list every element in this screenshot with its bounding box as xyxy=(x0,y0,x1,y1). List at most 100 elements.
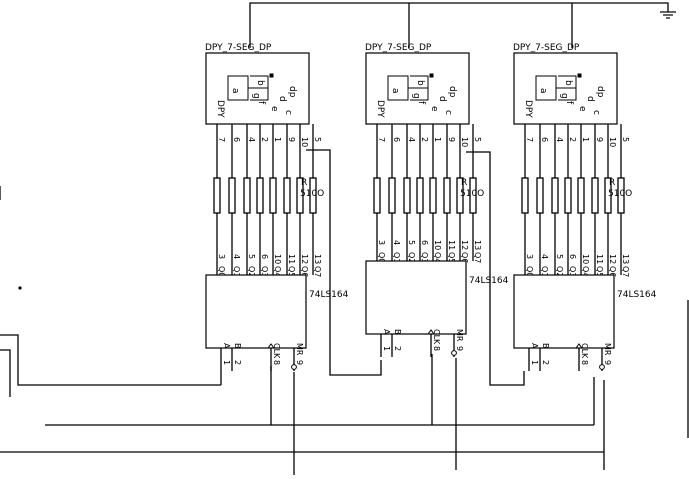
ic-pin-number: 10 xyxy=(433,240,442,250)
resistor-value: 510O xyxy=(460,189,484,199)
ic-input-pin-number: 2 xyxy=(233,360,242,365)
display-pin-number: 1 xyxy=(433,137,442,142)
segment-label-c: c xyxy=(443,110,453,115)
segment-line xyxy=(213,124,221,275)
segment-line xyxy=(296,124,304,275)
ic-output-label: Q1 xyxy=(232,266,241,277)
ic-pin-number: 11 xyxy=(447,240,456,250)
resistor xyxy=(228,177,236,214)
ic-part-label: 74LS164 xyxy=(309,290,349,300)
ic-pin-number: 13 xyxy=(473,240,482,250)
ic-pin-number: 6 xyxy=(420,240,429,245)
segment-line xyxy=(551,124,559,275)
resistor xyxy=(283,177,291,214)
segment-label-d: d xyxy=(437,96,447,102)
segment-line xyxy=(243,124,251,275)
shift-register-ic xyxy=(205,274,307,349)
resistor xyxy=(521,177,529,214)
display-pin-number: 5 xyxy=(313,137,322,142)
resistor xyxy=(443,177,451,214)
resistor-ref: R xyxy=(301,178,307,188)
segment-label-d: d xyxy=(585,96,595,102)
segment-label-g: g xyxy=(559,93,569,99)
ic-input-pin-number: 1 xyxy=(222,360,231,365)
ic-output-label: Q7 xyxy=(313,266,322,277)
resistor xyxy=(388,177,396,214)
segment-label-a: a xyxy=(538,88,548,94)
segment-label-g: g xyxy=(251,93,261,99)
shift-register-ic xyxy=(513,274,615,349)
junction-dot xyxy=(18,286,22,290)
ic-output-label: Q4 xyxy=(433,252,442,263)
ic-pin-number: 5 xyxy=(407,240,416,245)
display-pin-number: 6 xyxy=(540,137,549,142)
display-pin-number: 5 xyxy=(473,137,482,142)
ic-output-label: Q0 xyxy=(525,266,534,277)
display-block-1: DPY_7-SEG_DPdpabdgfecDPY73Q064Q145Q226Q3… xyxy=(205,43,349,371)
ic-input-label: CLK xyxy=(432,329,441,345)
ic-output-label: Q2 xyxy=(247,266,256,277)
display-label: DPY_7-SEG_DP xyxy=(365,43,432,53)
resistor xyxy=(213,177,221,214)
ic-input-pin-number: 9 xyxy=(295,360,304,365)
segment-label-f: f xyxy=(564,101,574,105)
resistor xyxy=(429,177,437,214)
ic-output-label: Q1 xyxy=(540,266,549,277)
ic-output-label: Q3 xyxy=(260,266,269,277)
segment-line xyxy=(256,124,264,275)
ic-output-label: Q4 xyxy=(273,266,282,277)
resistor xyxy=(551,177,559,214)
segment-line xyxy=(469,124,477,261)
ic-input-label: B xyxy=(541,343,550,349)
segment-label-d: d xyxy=(277,96,287,102)
display-part: DPY xyxy=(215,100,225,118)
segment-label-dp: dp xyxy=(447,86,457,98)
ic-pin-number: 11 xyxy=(287,254,296,264)
segment-label-f: f xyxy=(256,101,266,105)
ic-input-label: A xyxy=(382,329,391,335)
segment-line xyxy=(228,124,236,275)
resistor-value: 510O xyxy=(300,189,324,199)
segment-line xyxy=(591,124,599,275)
segment-line xyxy=(403,124,411,261)
resistor xyxy=(243,177,251,214)
ic-input-pin-number: 1 xyxy=(382,346,391,351)
ic-pin-number: 4 xyxy=(540,254,549,259)
mr-bubble xyxy=(291,364,297,370)
ic-input-label: MR xyxy=(295,343,304,356)
segment-label-b: b xyxy=(415,80,425,86)
ic-input-pin-number: 2 xyxy=(393,346,402,351)
ic-pin-number: 12 xyxy=(300,254,309,264)
ic-input-label: MR xyxy=(455,329,464,342)
ground-icon xyxy=(660,11,676,19)
mr-bubble xyxy=(599,364,605,370)
segment-line xyxy=(564,124,572,275)
display-pin-number: 10 xyxy=(300,137,309,147)
segment-line xyxy=(604,124,612,275)
ic-output-label: Q7 xyxy=(621,266,630,277)
display-pin-number: 9 xyxy=(287,137,296,142)
ic-input-pin-number: 8 xyxy=(580,360,589,365)
ic-input-pin-number: 1 xyxy=(530,360,539,365)
display-pin-number: 9 xyxy=(595,137,604,142)
segment-label-dp: dp xyxy=(595,86,605,98)
ic-pin-number: 13 xyxy=(313,254,322,264)
display-pin-number: 1 xyxy=(581,137,590,142)
segment-label-a: a xyxy=(390,88,400,94)
ic-output-label: Q6 xyxy=(300,266,309,277)
segment-line xyxy=(521,124,529,275)
display-pin-number: 7 xyxy=(217,137,226,142)
resistor xyxy=(373,177,381,214)
ic-output-label: Q1 xyxy=(392,252,401,263)
segment-label-f: f xyxy=(416,101,426,105)
segment-label-b: b xyxy=(255,80,265,86)
display-pin-number: 6 xyxy=(392,137,401,142)
segment-label-g: g xyxy=(411,93,421,99)
segment-line xyxy=(577,124,585,275)
segment-line xyxy=(309,124,317,275)
resistor xyxy=(403,177,411,214)
display-pin-number: 4 xyxy=(555,137,564,142)
segment-line xyxy=(373,124,381,261)
resistor xyxy=(591,177,599,214)
display-pin-number: 1 xyxy=(273,137,282,142)
